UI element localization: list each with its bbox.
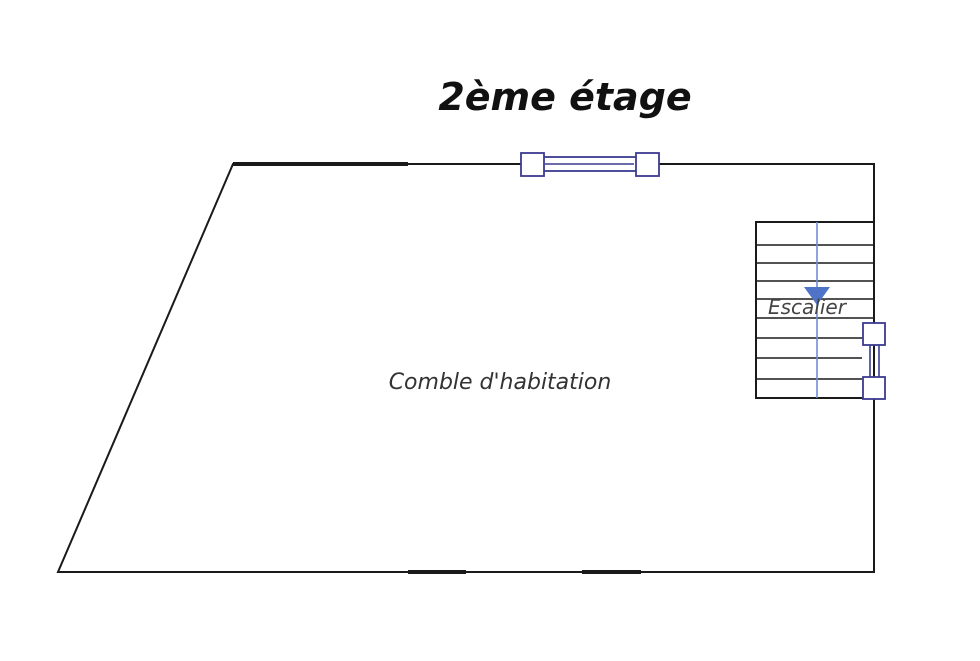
stair-label: Escalier [768,295,848,319]
outer-walls [56,163,875,573]
window-right-handle-top[interactable] [862,322,886,346]
window-top[interactable] [520,152,660,177]
window-right[interactable] [862,322,886,400]
window-right-handle-bottom[interactable] [862,376,886,400]
room-label-attic: Comble d'habitation [389,370,612,395]
stair-direction-arrow-icon [804,287,830,305]
stair[interactable]: Escalier [755,221,875,399]
window-top-handle-right[interactable] [635,152,660,177]
stair-outline [755,221,875,399]
floor-title: 2ème étage [438,75,691,119]
window-top-handle-left[interactable] [520,152,545,177]
